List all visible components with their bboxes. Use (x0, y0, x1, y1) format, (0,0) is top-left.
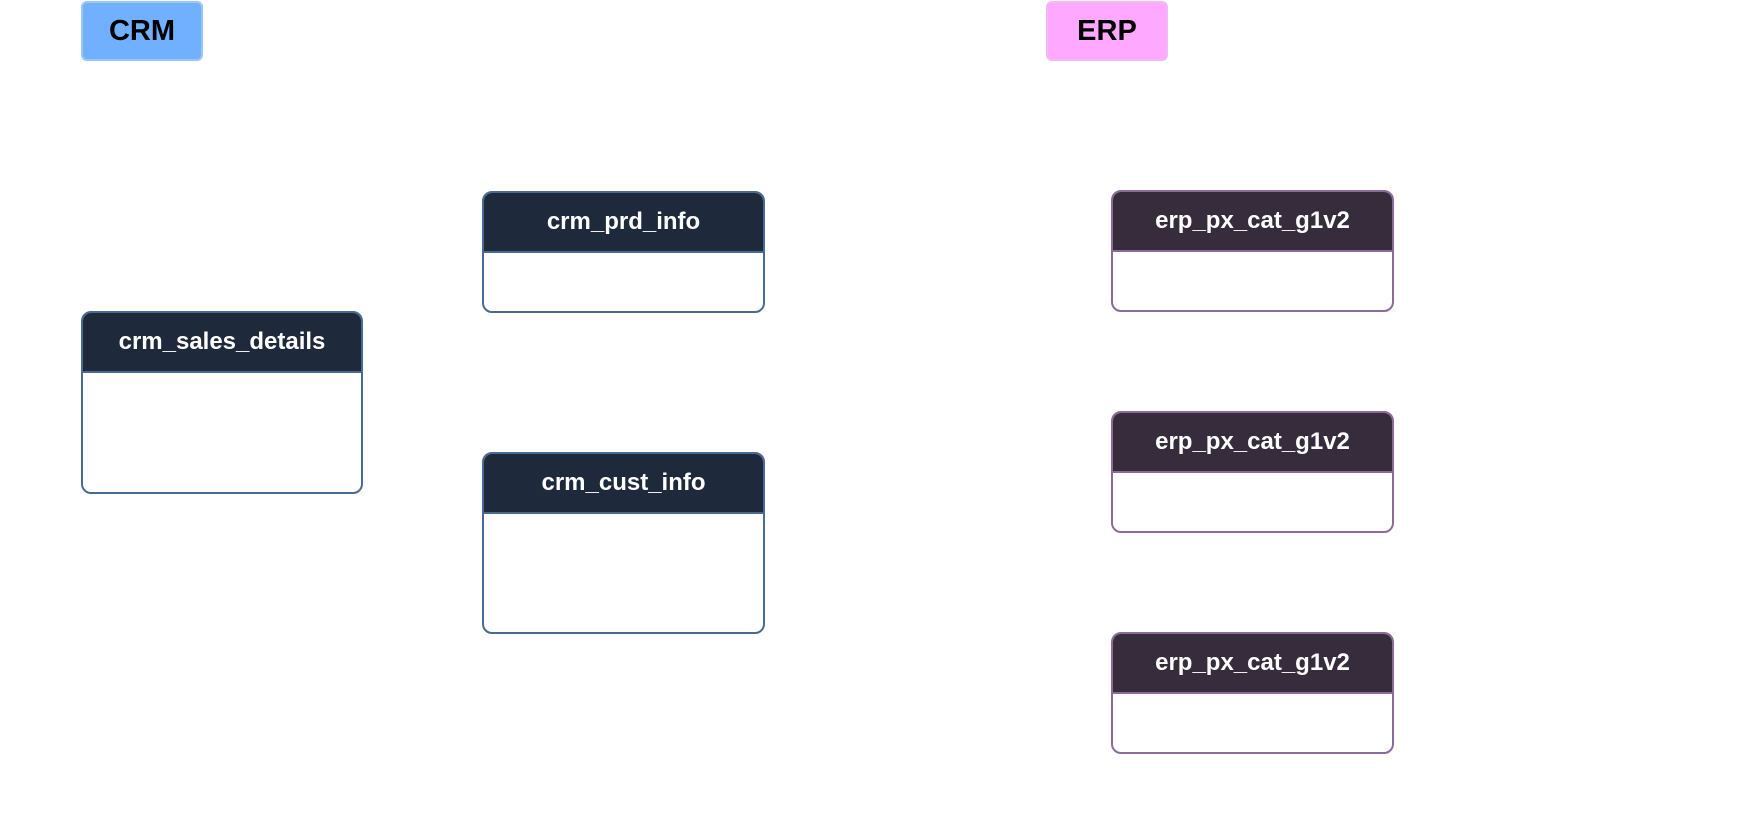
table-crm-prd-info[interactable]: crm_prd_info (482, 191, 765, 313)
table-header: erp_px_cat_g1v2 (1113, 192, 1392, 252)
crm-group-label: CRM (81, 1, 203, 61)
table-erp-px-cat-g1v2-1[interactable]: erp_px_cat_g1v2 (1111, 190, 1394, 312)
table-header: crm_cust_info (484, 454, 763, 514)
erp-group-label: ERP (1046, 1, 1168, 61)
table-header: crm_prd_info (484, 193, 763, 253)
table-header: erp_px_cat_g1v2 (1113, 634, 1392, 694)
table-header: erp_px_cat_g1v2 (1113, 413, 1392, 473)
table-crm-cust-info[interactable]: crm_cust_info (482, 452, 765, 634)
table-header: crm_sales_details (83, 313, 361, 373)
table-crm-sales-details[interactable]: crm_sales_details (81, 311, 363, 494)
table-erp-px-cat-g1v2-3[interactable]: erp_px_cat_g1v2 (1111, 632, 1394, 754)
table-erp-px-cat-g1v2-2[interactable]: erp_px_cat_g1v2 (1111, 411, 1394, 533)
